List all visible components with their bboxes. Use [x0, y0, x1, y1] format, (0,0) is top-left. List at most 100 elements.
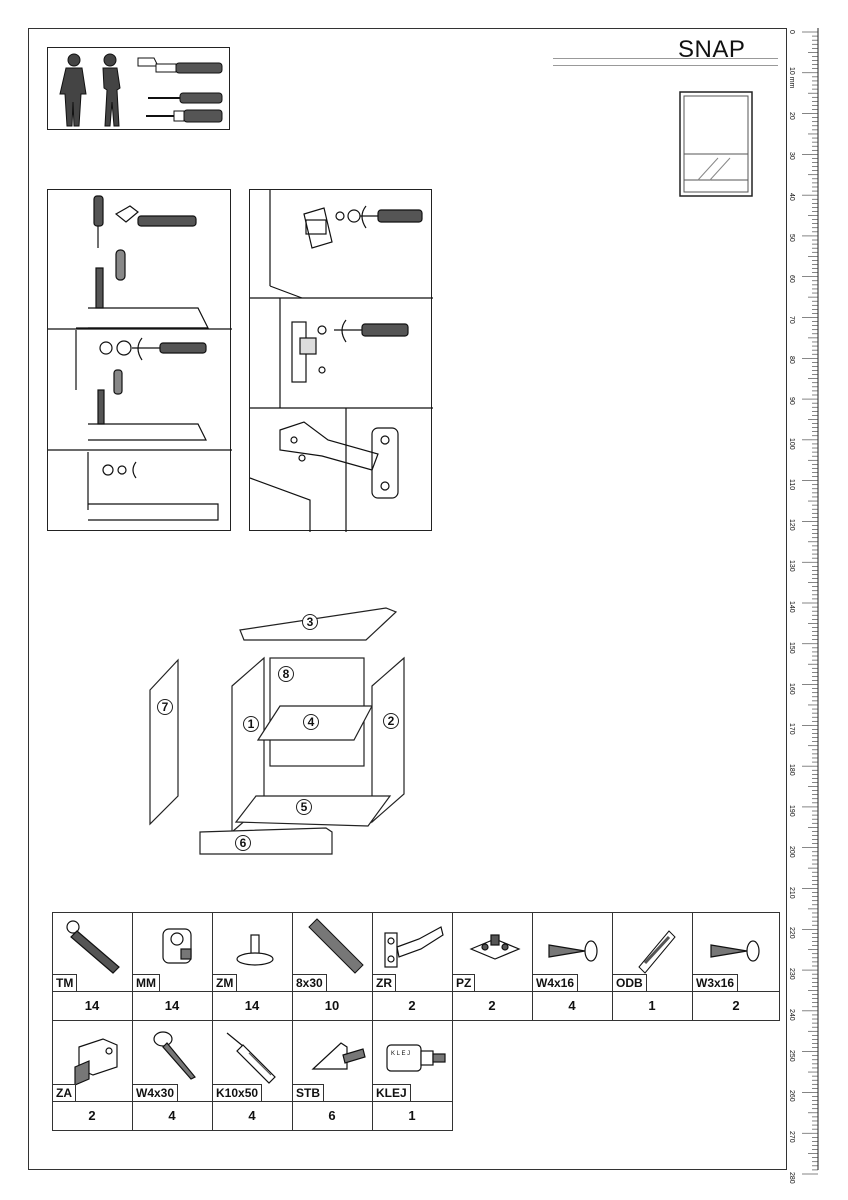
- hardware-cell: W4x16: [532, 912, 613, 992]
- hardware-quantity: 4: [168, 1108, 176, 1123]
- ruler-label: 150: [788, 641, 795, 654]
- screw-icon: [548, 940, 598, 962]
- hardware-quantity: 2: [88, 1108, 96, 1123]
- hardware-code: K10x50: [213, 1084, 263, 1101]
- hardware-cell: ZA: [52, 1020, 133, 1102]
- ruler-label: 70: [788, 315, 795, 324]
- hardware-cell: ZR: [372, 912, 453, 992]
- hardware-cell: W4x30: [132, 1020, 213, 1102]
- part-number-8: 8: [278, 666, 294, 682]
- ruler-label: 210: [788, 886, 795, 899]
- ruler-label: 170: [788, 723, 795, 736]
- screwdriver-icon: [148, 92, 223, 104]
- hardware-code: ODB: [613, 974, 647, 991]
- ruler-label: 160: [788, 682, 795, 695]
- hardware-code: STB: [293, 1084, 324, 1101]
- ruler-label: 280: [788, 1172, 795, 1184]
- ruler-label: 250: [788, 1049, 795, 1062]
- svg-text:K L E J: K L E J: [391, 1051, 410, 1057]
- two-people-icon: [59, 53, 121, 127]
- hardware-code: MM: [133, 974, 160, 991]
- assembly-step-cam-lock: [47, 189, 232, 531]
- ruler-label: 80: [788, 356, 795, 365]
- part-number-3: 3: [302, 614, 318, 630]
- mounting-plate-icon: [469, 934, 521, 960]
- part-number-6: 6: [235, 835, 251, 851]
- hardware-cell: ZM: [212, 912, 293, 992]
- part-number-2: 2: [383, 713, 399, 729]
- hardware-code: 8x30: [293, 974, 327, 991]
- hardware-cell: STB: [292, 1020, 373, 1102]
- ruler-label: 260: [788, 1090, 795, 1103]
- hardware-cell: TM: [52, 912, 133, 992]
- cap-icon: [236, 934, 274, 966]
- ruler-label: 240: [788, 1008, 795, 1021]
- ruler-label: 50: [788, 233, 795, 242]
- part-number-7: 7: [157, 699, 173, 715]
- hardware-quantity: 4: [568, 998, 576, 1013]
- hardware-quantity: 6: [328, 1108, 336, 1123]
- ruler-label: 190: [788, 804, 795, 817]
- ruler-label: 120: [788, 519, 795, 532]
- measurement-ruler: 0 20 30 40 50 60 70 80 90 100 110 120 130 140 150 160 17…: [786, 28, 820, 1184]
- quantity-dividers: [132, 1101, 373, 1131]
- screwdriver-icon: [146, 109, 223, 123]
- hardware-code: W3x16: [693, 974, 739, 991]
- ruler-label: 20: [788, 111, 795, 120]
- hinge-icon: [384, 926, 444, 968]
- hardware-code: KLEJ: [373, 1084, 411, 1101]
- hardware-quantity: 10: [324, 998, 340, 1013]
- ruler-label: 90: [788, 397, 795, 405]
- hardware-table: TM MM ZM 8x30 ZR PZ W4x16 ODB W3x16 14 1…: [52, 912, 780, 1132]
- wood-dowel-icon: [308, 918, 364, 974]
- quantity-row: [52, 1101, 453, 1131]
- hinge-diagram: [249, 190, 433, 532]
- ruler-label: 110: [788, 478, 795, 490]
- hardware-cell: 8x30: [292, 912, 373, 992]
- shelf-support-icon: [311, 1042, 366, 1070]
- hardware-quantity: 2: [732, 998, 740, 1013]
- ruler-label: 0: [788, 30, 795, 34]
- hardware-code: PZ: [453, 974, 476, 991]
- wall-plug-icon: [226, 1032, 276, 1084]
- cabinet-thumbnail: [679, 91, 753, 197]
- hardware-quantity: 4: [248, 1108, 256, 1123]
- ruler-unit-label: 10 mm: [788, 66, 795, 89]
- part-number-5: 5: [296, 799, 312, 815]
- ruler-label: 40: [788, 193, 795, 201]
- ruler-label: 60: [788, 274, 795, 283]
- hardware-code: W4x16: [533, 974, 579, 991]
- screw-icon: [710, 940, 760, 962]
- glue-bottle-icon: K L E J: [386, 1044, 446, 1072]
- ruler-label: 130: [788, 560, 795, 572]
- ruler-label: 180: [788, 764, 795, 776]
- ruler-label: 140: [788, 601, 795, 613]
- exploded-view-diagram: [149, 607, 405, 855]
- cam-lock-diagram: [48, 195, 232, 521]
- hardware-quantity: 14: [244, 998, 260, 1013]
- ruler-label: 100: [788, 437, 795, 450]
- hardware-quantity: 1: [408, 1108, 416, 1123]
- hardware-quantity: 2: [408, 998, 416, 1013]
- part-number-4: 4: [303, 714, 319, 730]
- ruler-label: 230: [788, 968, 795, 980]
- cam-bolt-icon: [66, 920, 120, 974]
- ruler-label: 30: [788, 152, 795, 161]
- hardware-cell: ODB: [612, 912, 693, 992]
- reflector-icon: [638, 930, 676, 974]
- hardware-cell: K L E J KLEJ: [372, 1020, 453, 1102]
- hanger-icon: [74, 1038, 118, 1086]
- quantity-dividers: [132, 991, 693, 1021]
- ruler-label: 200: [788, 845, 795, 858]
- hammer-icon: [137, 57, 223, 74]
- ruler-label: 220: [788, 927, 795, 939]
- assembly-step-hinge: [249, 189, 433, 532]
- ruler-scale: [802, 28, 819, 1175]
- hardware-code: ZM: [213, 974, 238, 991]
- hardware-cell: PZ: [452, 912, 533, 992]
- cam-lock-icon: [162, 928, 192, 964]
- long-screw-icon: [153, 1031, 196, 1080]
- title-underline: [553, 58, 778, 66]
- ruler-label: 270: [788, 1131, 795, 1143]
- part-number-1: 1: [243, 716, 259, 732]
